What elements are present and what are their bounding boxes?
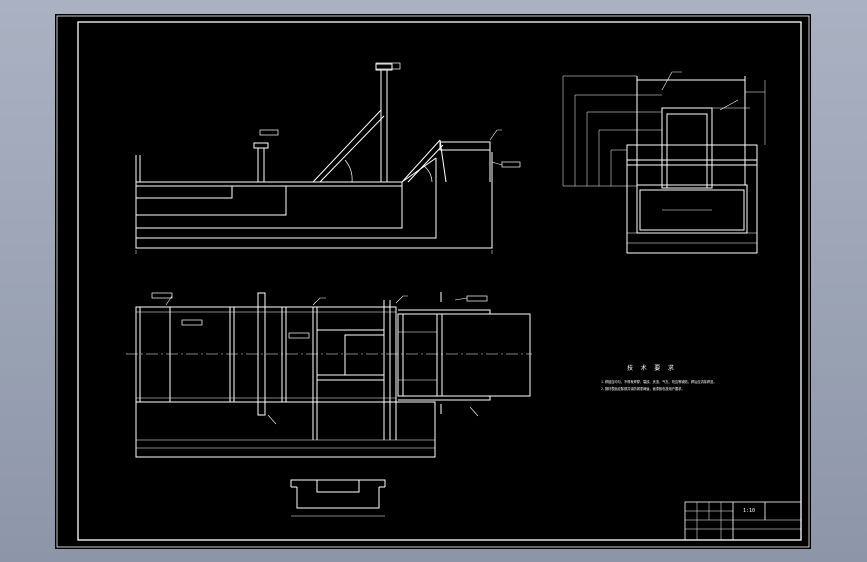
technical-notes: 技 术 要 求 1.焊缝应均匀，不得有焊穿、裂纹、夹渣、气孔、咬边等缺陷，焊后应… — [601, 364, 716, 391]
outer-border — [56, 15, 810, 548]
title-block — [684, 501, 802, 541]
section-detail — [290, 479, 386, 517]
front-view — [135, 62, 521, 254]
title-block-scale: 1:10 — [743, 508, 755, 514]
drawing-sheet — [55, 14, 811, 549]
side-view — [562, 71, 766, 254]
plan-view — [135, 292, 531, 458]
notes-title: 技 术 要 求 — [627, 364, 676, 372]
inner-frame — [77, 21, 802, 541]
notes-line-1: 1.焊缝应均匀，不得有焊穿、裂纹、夹渣、气孔、咬边等缺陷，焊后应清除焊渣。 — [601, 379, 716, 384]
notes-line-2: 2.钢材表面应除锈并涂防锈漆两遍，面漆颜色按用户要求。 — [601, 386, 685, 391]
